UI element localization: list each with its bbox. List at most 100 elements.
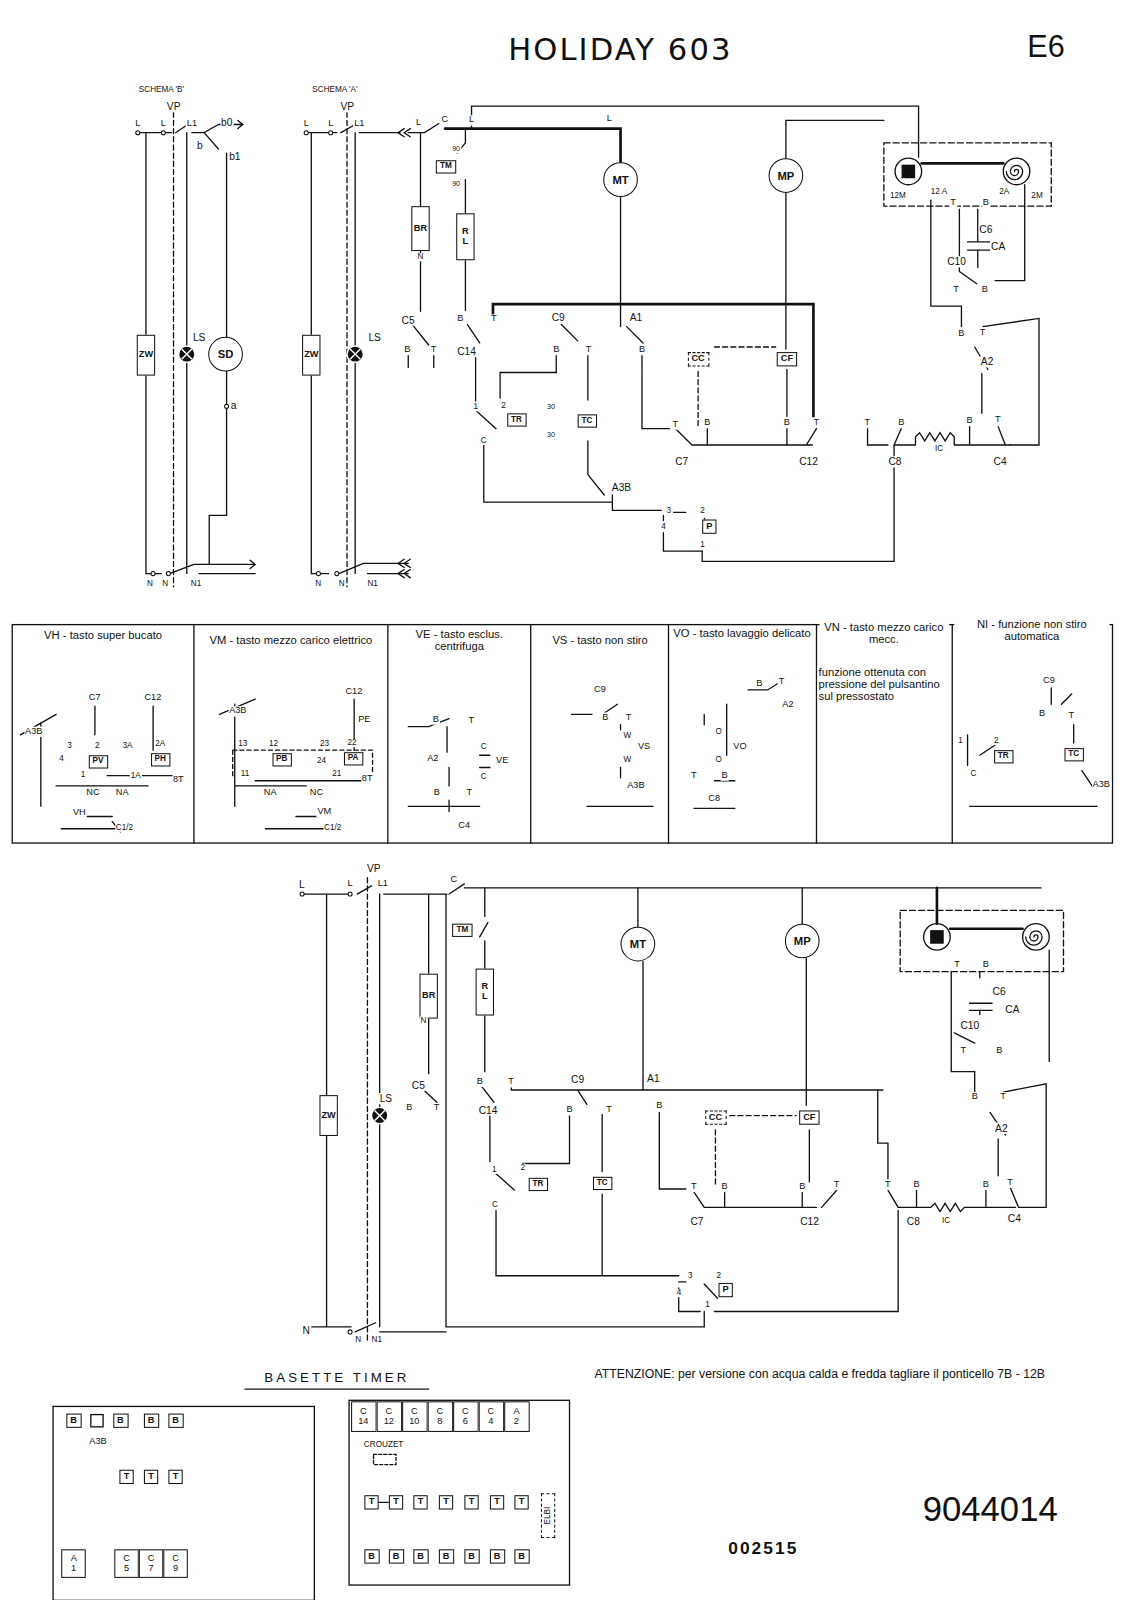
wire [937, 888, 1023, 929]
component-box: C 12 [376, 1401, 402, 1432]
label: 2 [715, 1271, 722, 1280]
wire [694, 1130, 837, 1208]
label: N [416, 253, 424, 262]
wire [245, 1388, 429, 1389]
motor-circle: MT [603, 162, 638, 197]
wire [480, 1084, 883, 1276]
terminal-symbol [304, 131, 308, 135]
label: B [982, 198, 990, 208]
component-box: T [464, 1495, 478, 1509]
node-text: T [173, 1472, 179, 1482]
label: T [1068, 710, 1076, 720]
label: 30 [546, 431, 556, 439]
label: C6 [992, 985, 1007, 996]
wire [922, 162, 1004, 165]
label: N1 [190, 579, 202, 588]
outline-frame [12, 625, 1112, 843]
node-text: ZW [304, 350, 318, 360]
label: C1/2 [115, 823, 134, 832]
terminal-symbol [348, 892, 352, 896]
wire [694, 682, 781, 809]
node-text: C 10 [409, 1407, 419, 1427]
node-text: TC [597, 1178, 608, 1187]
label: 2 [94, 741, 101, 750]
label: C14 [456, 345, 477, 356]
label: VM [316, 807, 332, 817]
label: A3B [611, 481, 632, 492]
label: 90 [451, 145, 461, 153]
label: VH [72, 808, 87, 818]
node-text: TC [581, 416, 592, 425]
label: B [565, 1105, 573, 1115]
label: B [912, 1180, 920, 1190]
label: C [440, 115, 449, 125]
label: T [490, 314, 498, 324]
component-box: TR [994, 750, 1013, 763]
label: C12 [798, 456, 819, 467]
terminal-symbol [372, 1107, 388, 1123]
component-box: A 1 [61, 1549, 85, 1578]
label: A2 [426, 754, 439, 764]
component-box: B [364, 1549, 379, 1563]
component-box: P [719, 1283, 733, 1297]
wire [233, 750, 373, 776]
label: b1 [228, 151, 241, 162]
label: N1 [366, 579, 378, 588]
label: B [703, 417, 711, 427]
label: C10 [959, 1019, 980, 1030]
label: B [982, 959, 990, 969]
label: 1 [699, 540, 706, 549]
terminal-symbol [225, 404, 229, 408]
label: N [354, 1335, 362, 1344]
node-text: ZW [321, 1110, 335, 1120]
label: C14 [478, 1104, 499, 1115]
component-box: ZW [319, 1095, 337, 1136]
wire [408, 719, 490, 812]
wire [1006, 165, 1022, 179]
node-text: PH [155, 755, 166, 764]
component-box: PB [272, 753, 291, 766]
label: C9 [570, 1073, 585, 1084]
label: N1 [370, 1335, 382, 1344]
node-text: P [723, 1285, 729, 1295]
wire [954, 950, 1049, 1061]
component-box: T [144, 1470, 158, 1484]
component-box: C 10 [402, 1401, 428, 1432]
node-text: B [393, 1551, 400, 1561]
label: 2 [500, 402, 507, 411]
label: N [314, 579, 322, 588]
node-text: T [469, 1497, 475, 1507]
node-text: C 12 [384, 1407, 394, 1427]
wire [346, 112, 347, 587]
terminal-symbol [924, 924, 951, 951]
label: C [480, 436, 488, 445]
label: C4 [457, 821, 471, 831]
wire [698, 347, 776, 429]
label: C9 [1042, 676, 1056, 686]
label: B [476, 1077, 484, 1087]
node-text: B [368, 1551, 375, 1561]
label: A3B [88, 1437, 107, 1447]
label: 1 [957, 736, 964, 745]
node-text: CC [691, 354, 704, 364]
label: 21 [331, 769, 342, 778]
terminal-symbol [329, 131, 333, 135]
label: VP [166, 101, 182, 112]
label: C [480, 743, 488, 752]
label: 4 [660, 522, 667, 531]
terminal-symbol [348, 1330, 352, 1334]
label: B [655, 1101, 663, 1111]
label: ATTENZIONE: per versione con acqua calda… [593, 1367, 1059, 1380]
label: VO [732, 742, 747, 752]
label: L1 [186, 118, 198, 128]
label: VH - tasto super bucato [15, 629, 191, 641]
label: B [721, 1182, 729, 1192]
label: LS [192, 331, 207, 342]
label: VP [366, 862, 382, 873]
terminal-symbol [347, 346, 363, 362]
label: 1 [80, 770, 87, 779]
label: N [419, 1016, 427, 1025]
wire [959, 185, 1024, 284]
node-text: TM [456, 925, 468, 934]
